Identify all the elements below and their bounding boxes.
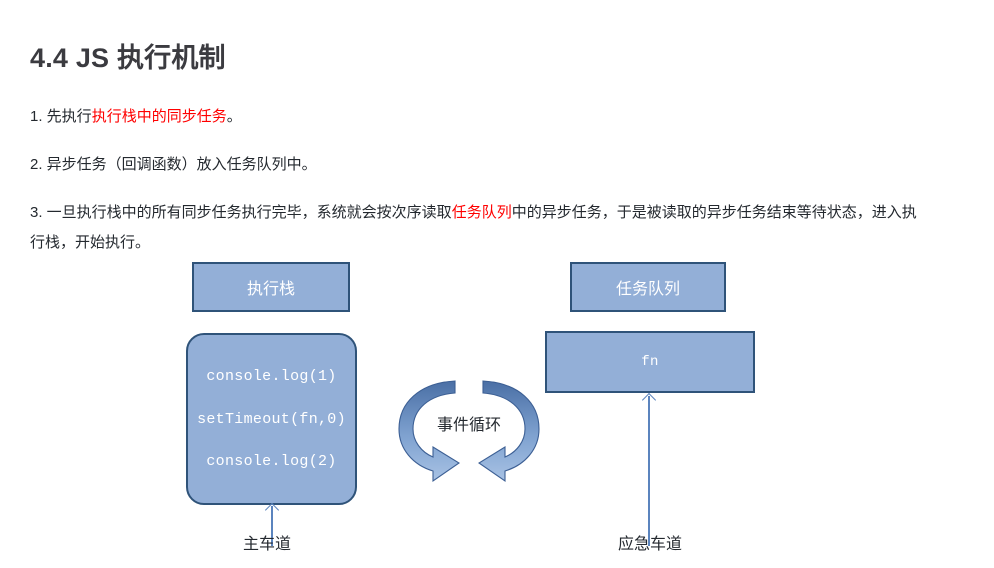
call-stack-header-box: 执行栈 [192,262,350,312]
task-queue-header-label: 任务队列 [615,281,680,298]
step-item: 1. 先执行执行栈中的同步任务。 [30,102,920,132]
step-text-suffix: 。 [226,108,242,125]
step-text-highlight: 执行栈中的同步任务 [91,108,227,125]
step-text-prefix: 3. 一旦执行栈中的所有同步任务执行完毕，系统就会按次序读取 [30,204,452,221]
main-lane-arrow-icon [271,506,273,546]
step-item: 3. 一旦执行栈中的所有同步任务执行完毕，系统就会按次序读取任务队列中的异步任务… [30,198,920,258]
call-stack-code-line: console.log(2) [206,452,337,470]
step-text-highlight: 任务队列 [451,204,512,221]
call-stack-code-line: console.log(1) [206,368,337,386]
emergency-lane-arrow-icon [648,396,650,546]
step-text-prefix: 1. 先执行 [30,108,92,125]
event-loop-left-arrow-icon [398,380,461,483]
call-stack-body-box: console.log(1) setTimeout(fn,0) console.… [186,333,357,505]
event-loop-right-arrow-icon [477,380,540,483]
event-loop-arrows-icon [398,380,540,483]
event-loop-label: 事件循环 [436,417,501,434]
task-queue-header-box: 任务队列 [570,262,726,312]
task-queue-code-line: fn [641,354,659,370]
call-stack-code-line: setTimeout(fn,0) [197,410,346,428]
page-title: 4.4 JS 执行机制 [30,43,226,74]
steps-list: 1. 先执行执行栈中的同步任务。 2. 异步任务（回调函数）放入任务队列中。 3… [30,102,920,258]
main-lane-label: 主车道 [242,536,292,553]
event-loop-diagram: 执行栈 任务队列 console.log(1) setTimeout(fn,0)… [0,248,994,568]
step-text-suffix: 中的异步任务，于是被读取的异步任务结束等待状态，进入执行栈，开始执行。 [30,204,917,251]
event-loop-graphic: 事件循环 [393,373,545,485]
step-text-prefix: 2. 异步任务（回调函数）放入任务队列中。 [30,156,317,173]
task-queue-body-box: fn [545,331,755,393]
call-stack-header-label: 执行栈 [246,281,295,298]
step-item: 2. 异步任务（回调函数）放入任务队列中。 [30,150,920,180]
emergency-lane-label: 应急车道 [617,536,683,553]
